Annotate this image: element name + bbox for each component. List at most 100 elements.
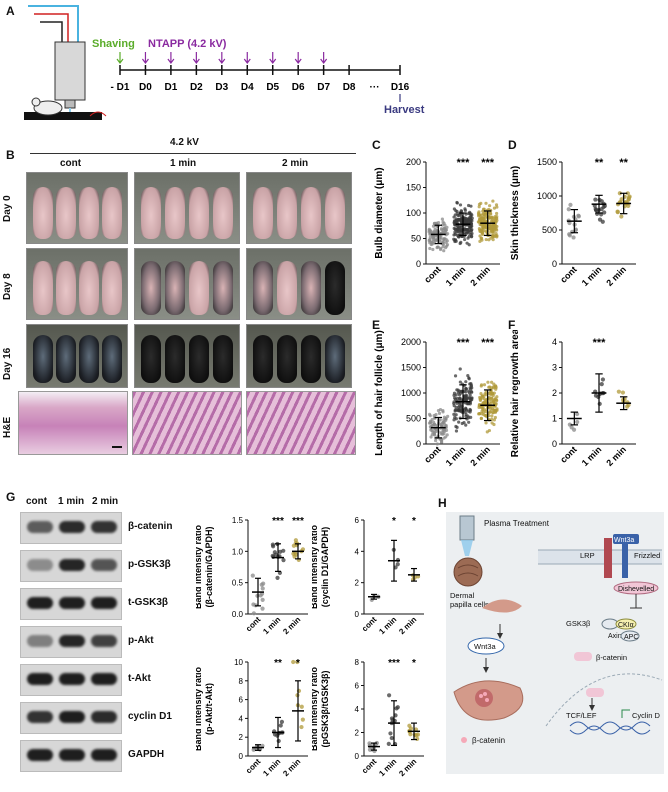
x-tick-label: 1 min bbox=[580, 444, 604, 468]
blot-label: GAPDH bbox=[128, 749, 165, 760]
he-section-2min bbox=[246, 391, 356, 455]
data-point bbox=[458, 380, 462, 384]
data-point bbox=[270, 542, 276, 547]
data-point bbox=[440, 217, 444, 221]
data-point bbox=[442, 237, 446, 241]
wnt3a-label-right: Wnt3a bbox=[614, 537, 634, 544]
y-tick-label: 1.0 bbox=[232, 547, 244, 556]
data-point bbox=[428, 246, 432, 251]
panel-c-letter: C bbox=[372, 138, 381, 152]
blot-band bbox=[91, 673, 117, 685]
photo-day0-cont bbox=[26, 172, 128, 244]
data-point bbox=[600, 219, 605, 224]
x-tick-label: cont bbox=[558, 264, 579, 285]
data-point bbox=[495, 228, 499, 232]
data-point bbox=[494, 203, 499, 207]
data-point bbox=[457, 407, 461, 411]
data-point bbox=[454, 405, 458, 409]
y-tick-label: 0 bbox=[552, 259, 557, 269]
significance-label: *** bbox=[388, 658, 400, 669]
timeline-day-label: D8 bbox=[343, 82, 356, 93]
blot-band bbox=[91, 749, 117, 761]
blot-strip bbox=[20, 664, 122, 696]
data-point bbox=[625, 191, 630, 196]
data-point bbox=[488, 390, 493, 394]
data-point bbox=[292, 554, 297, 559]
data-point bbox=[469, 214, 473, 218]
voltage-label: 4.2 kV bbox=[170, 137, 199, 148]
he-section-1min bbox=[132, 391, 242, 455]
photo-day8-cont bbox=[26, 248, 128, 320]
data-point bbox=[464, 407, 468, 411]
data-point bbox=[394, 706, 399, 711]
data-point bbox=[483, 401, 487, 405]
y-tick-label: 0.0 bbox=[232, 610, 244, 619]
data-point bbox=[494, 220, 498, 224]
blot-band bbox=[91, 559, 117, 571]
data-point bbox=[276, 738, 281, 744]
data-point bbox=[490, 397, 494, 401]
data-point bbox=[441, 420, 445, 424]
data-point bbox=[488, 385, 492, 389]
data-point bbox=[481, 207, 486, 211]
data-point bbox=[439, 438, 444, 442]
wnt3a-label-left: Wnt3a bbox=[474, 642, 497, 651]
x-tick-label: cont bbox=[244, 757, 263, 776]
data-point bbox=[433, 227, 437, 231]
data-point bbox=[464, 231, 469, 236]
data-point bbox=[489, 224, 493, 228]
data-point bbox=[441, 432, 445, 436]
treatment-arrow bbox=[320, 52, 328, 64]
data-point bbox=[457, 213, 461, 217]
data-point bbox=[455, 209, 459, 214]
ck1a-label: CKIα bbox=[618, 622, 634, 629]
y-tick-label: 0 bbox=[416, 259, 421, 269]
data-point bbox=[576, 214, 581, 219]
blot-strip bbox=[20, 512, 122, 544]
x-tick-label: 2 min bbox=[468, 264, 492, 288]
data-point bbox=[484, 393, 488, 397]
scale-bar bbox=[112, 446, 122, 448]
panel-e-letter: E bbox=[372, 318, 381, 332]
data-point bbox=[488, 410, 492, 414]
significance-label: * bbox=[412, 516, 416, 527]
data-point bbox=[467, 396, 471, 400]
blot-band bbox=[27, 711, 53, 723]
data-point bbox=[453, 232, 457, 236]
data-point bbox=[464, 397, 468, 401]
panel-h-letter: H bbox=[438, 496, 447, 510]
y-tick-label: 3 bbox=[552, 363, 557, 373]
timeline-day-label: D3 bbox=[215, 82, 228, 93]
data-point bbox=[386, 741, 391, 746]
y-tick-label: 200 bbox=[406, 157, 421, 167]
apc-label: APC bbox=[624, 634, 638, 641]
data-point bbox=[387, 693, 392, 698]
data-point bbox=[593, 197, 598, 202]
treatment-arrow bbox=[167, 52, 175, 64]
blot-band bbox=[91, 521, 117, 533]
data-point bbox=[453, 409, 457, 413]
data-point bbox=[444, 228, 449, 232]
data-point bbox=[438, 418, 442, 422]
data-point bbox=[432, 422, 436, 426]
data-point bbox=[428, 419, 433, 423]
y-tick-label: 4 bbox=[239, 714, 244, 723]
blot-label: β-catenin bbox=[128, 521, 173, 532]
data-point bbox=[463, 208, 467, 212]
data-point bbox=[444, 237, 448, 241]
data-point bbox=[478, 228, 482, 232]
y-tick-label: 2 bbox=[355, 729, 360, 738]
y-tick-label: 6 bbox=[355, 516, 360, 525]
significance-label: * bbox=[412, 658, 416, 669]
blot-strip bbox=[20, 626, 122, 658]
data-point bbox=[484, 229, 488, 233]
y-tick-label: 50 bbox=[411, 234, 421, 244]
data-point bbox=[434, 413, 438, 417]
blot-band bbox=[59, 597, 85, 609]
y-tick-label: 1500 bbox=[537, 157, 557, 167]
data-point bbox=[459, 209, 463, 213]
y-tick-label: 2 bbox=[239, 733, 244, 742]
data-point bbox=[468, 393, 472, 397]
data-point bbox=[483, 414, 487, 418]
